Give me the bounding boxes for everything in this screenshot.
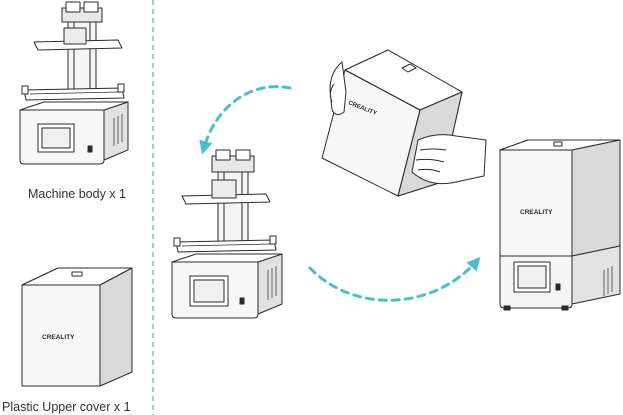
assembled-printer-illustration <box>499 139 621 311</box>
center-machine-illustration <box>171 149 283 319</box>
upper-cover-label: Plastic Upper cover x 1 <box>2 400 131 414</box>
machine-body-label: Machine body x 1 <box>28 187 126 201</box>
cover-logo: CREALITY <box>42 334 75 341</box>
printer-logo: CREALITY <box>520 209 553 216</box>
arrow-install-cover <box>308 257 481 302</box>
machine-body-illustration <box>19 1 129 165</box>
upper-cover-illustration <box>21 267 133 387</box>
arrow-lift-cover <box>199 85 292 155</box>
cover-held-illustration <box>321 49 487 197</box>
